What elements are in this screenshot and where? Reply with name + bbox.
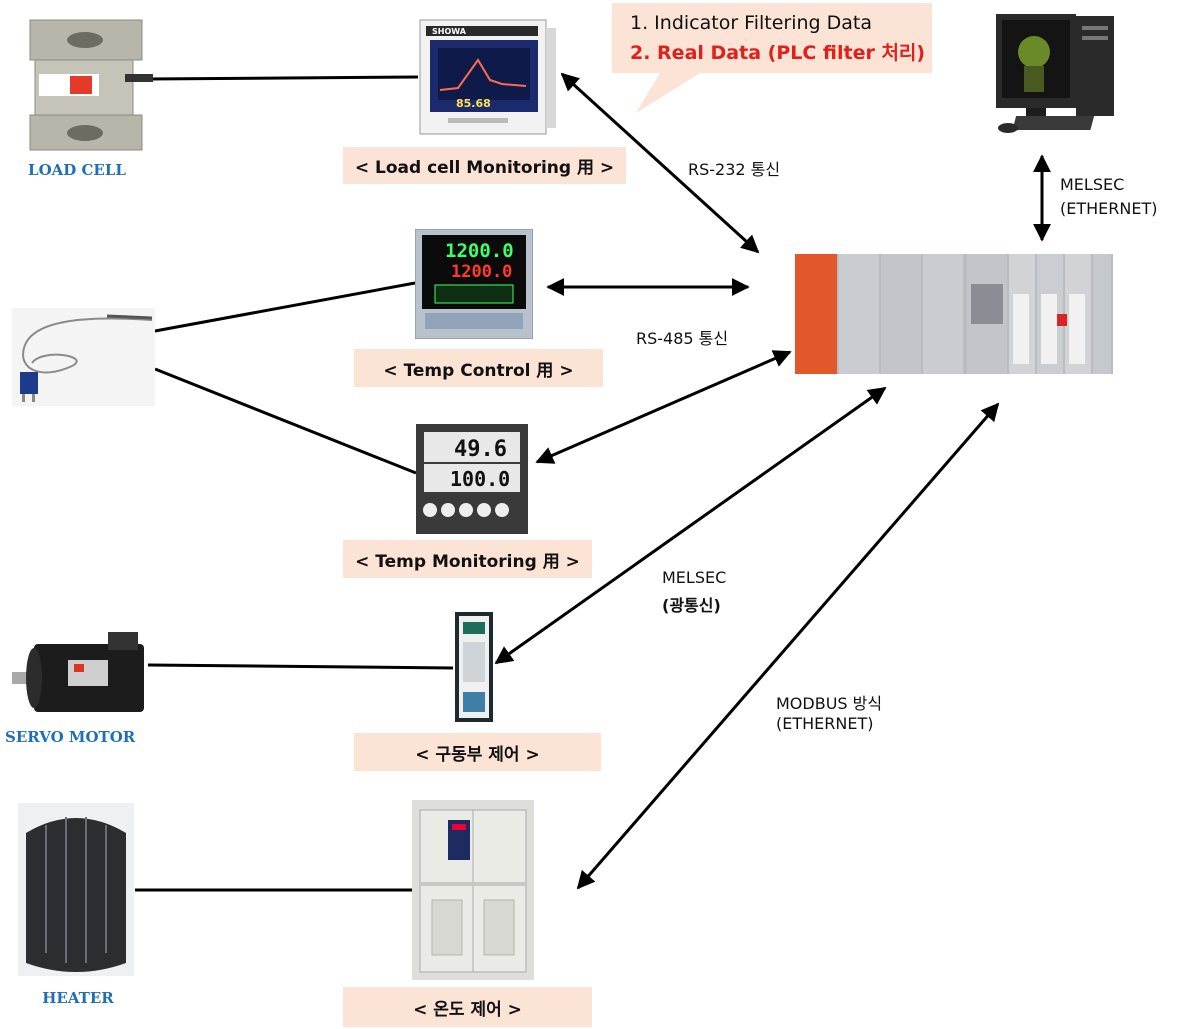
label-modbus-1: MODBUS 방식 [776, 694, 883, 713]
temp-controller-pv: 1200.0 [445, 240, 514, 262]
heater-image [18, 803, 134, 976]
wire-servo [147, 663, 454, 670]
temp-monitor-pv: 49.6 [454, 437, 507, 462]
callout-line-2: 2. Real Data (PLC filter 처리) [630, 42, 926, 64]
label-rs232: RS-232 통신 [688, 160, 781, 179]
indicator-reading: 85.68 [456, 97, 491, 110]
caption-temp-monitoring: < Temp Monitoring 用 > [343, 540, 592, 578]
wire-thermocouple-control [154, 281, 416, 333]
caption-temp-control: < Temp Control 用 > [354, 349, 603, 387]
label-melsec-optical-1: MELSEC [662, 568, 727, 587]
label-melsec-ethernet-1: MELSEC [1060, 175, 1125, 194]
load-cell-image [29, 19, 153, 151]
servo-driver-image [455, 612, 493, 722]
callout-line-1: 1. Indicator Filtering Data [630, 12, 873, 34]
arrow-melsec-optical [494, 386, 887, 665]
wire-thermocouple-monitor [154, 367, 417, 475]
temp-monitor-sv: 100.0 [450, 467, 510, 491]
temp-chamber-image [412, 800, 534, 980]
load-cell-label: LOAD CELL [28, 161, 126, 179]
temp-controller-sv: 1200.0 [451, 262, 512, 282]
arrow-rs232 [560, 72, 760, 254]
servo-motor-label: SERVO MOTOR [5, 728, 136, 746]
caption-load-cell-monitoring: < Load cell Monitoring 用 > [343, 147, 626, 184]
wire-loadcell [147, 75, 419, 81]
servo-motor-image [12, 632, 144, 712]
caption-drive-control: < 구동부 제어 > [354, 733, 601, 771]
arrow-modbus [576, 402, 1000, 890]
label-modbus-2: (ETHERNET) [776, 714, 874, 733]
callout-bubble [612, 3, 932, 113]
label-rs485: RS-485 통신 [636, 329, 729, 348]
label-melsec-optical-2: (광통신) [662, 596, 721, 615]
indicator-brand: SHOWA [432, 27, 467, 36]
thermocouple-image [12, 308, 155, 406]
plc-image [795, 254, 1113, 374]
computer-image [996, 14, 1114, 133]
load-cell-indicator-image: SHOWA 85.68 [419, 19, 556, 135]
heater-label: HEATER [42, 989, 114, 1007]
temp-monitor-image: 49.6 100.0 [416, 424, 528, 534]
label-melsec-ethernet-2: (ETHERNET) [1060, 199, 1158, 218]
temp-controller-image: 1200.0 1200.0 [415, 229, 533, 339]
caption-temperature-control: < 온도 제어 > [343, 987, 592, 1027]
